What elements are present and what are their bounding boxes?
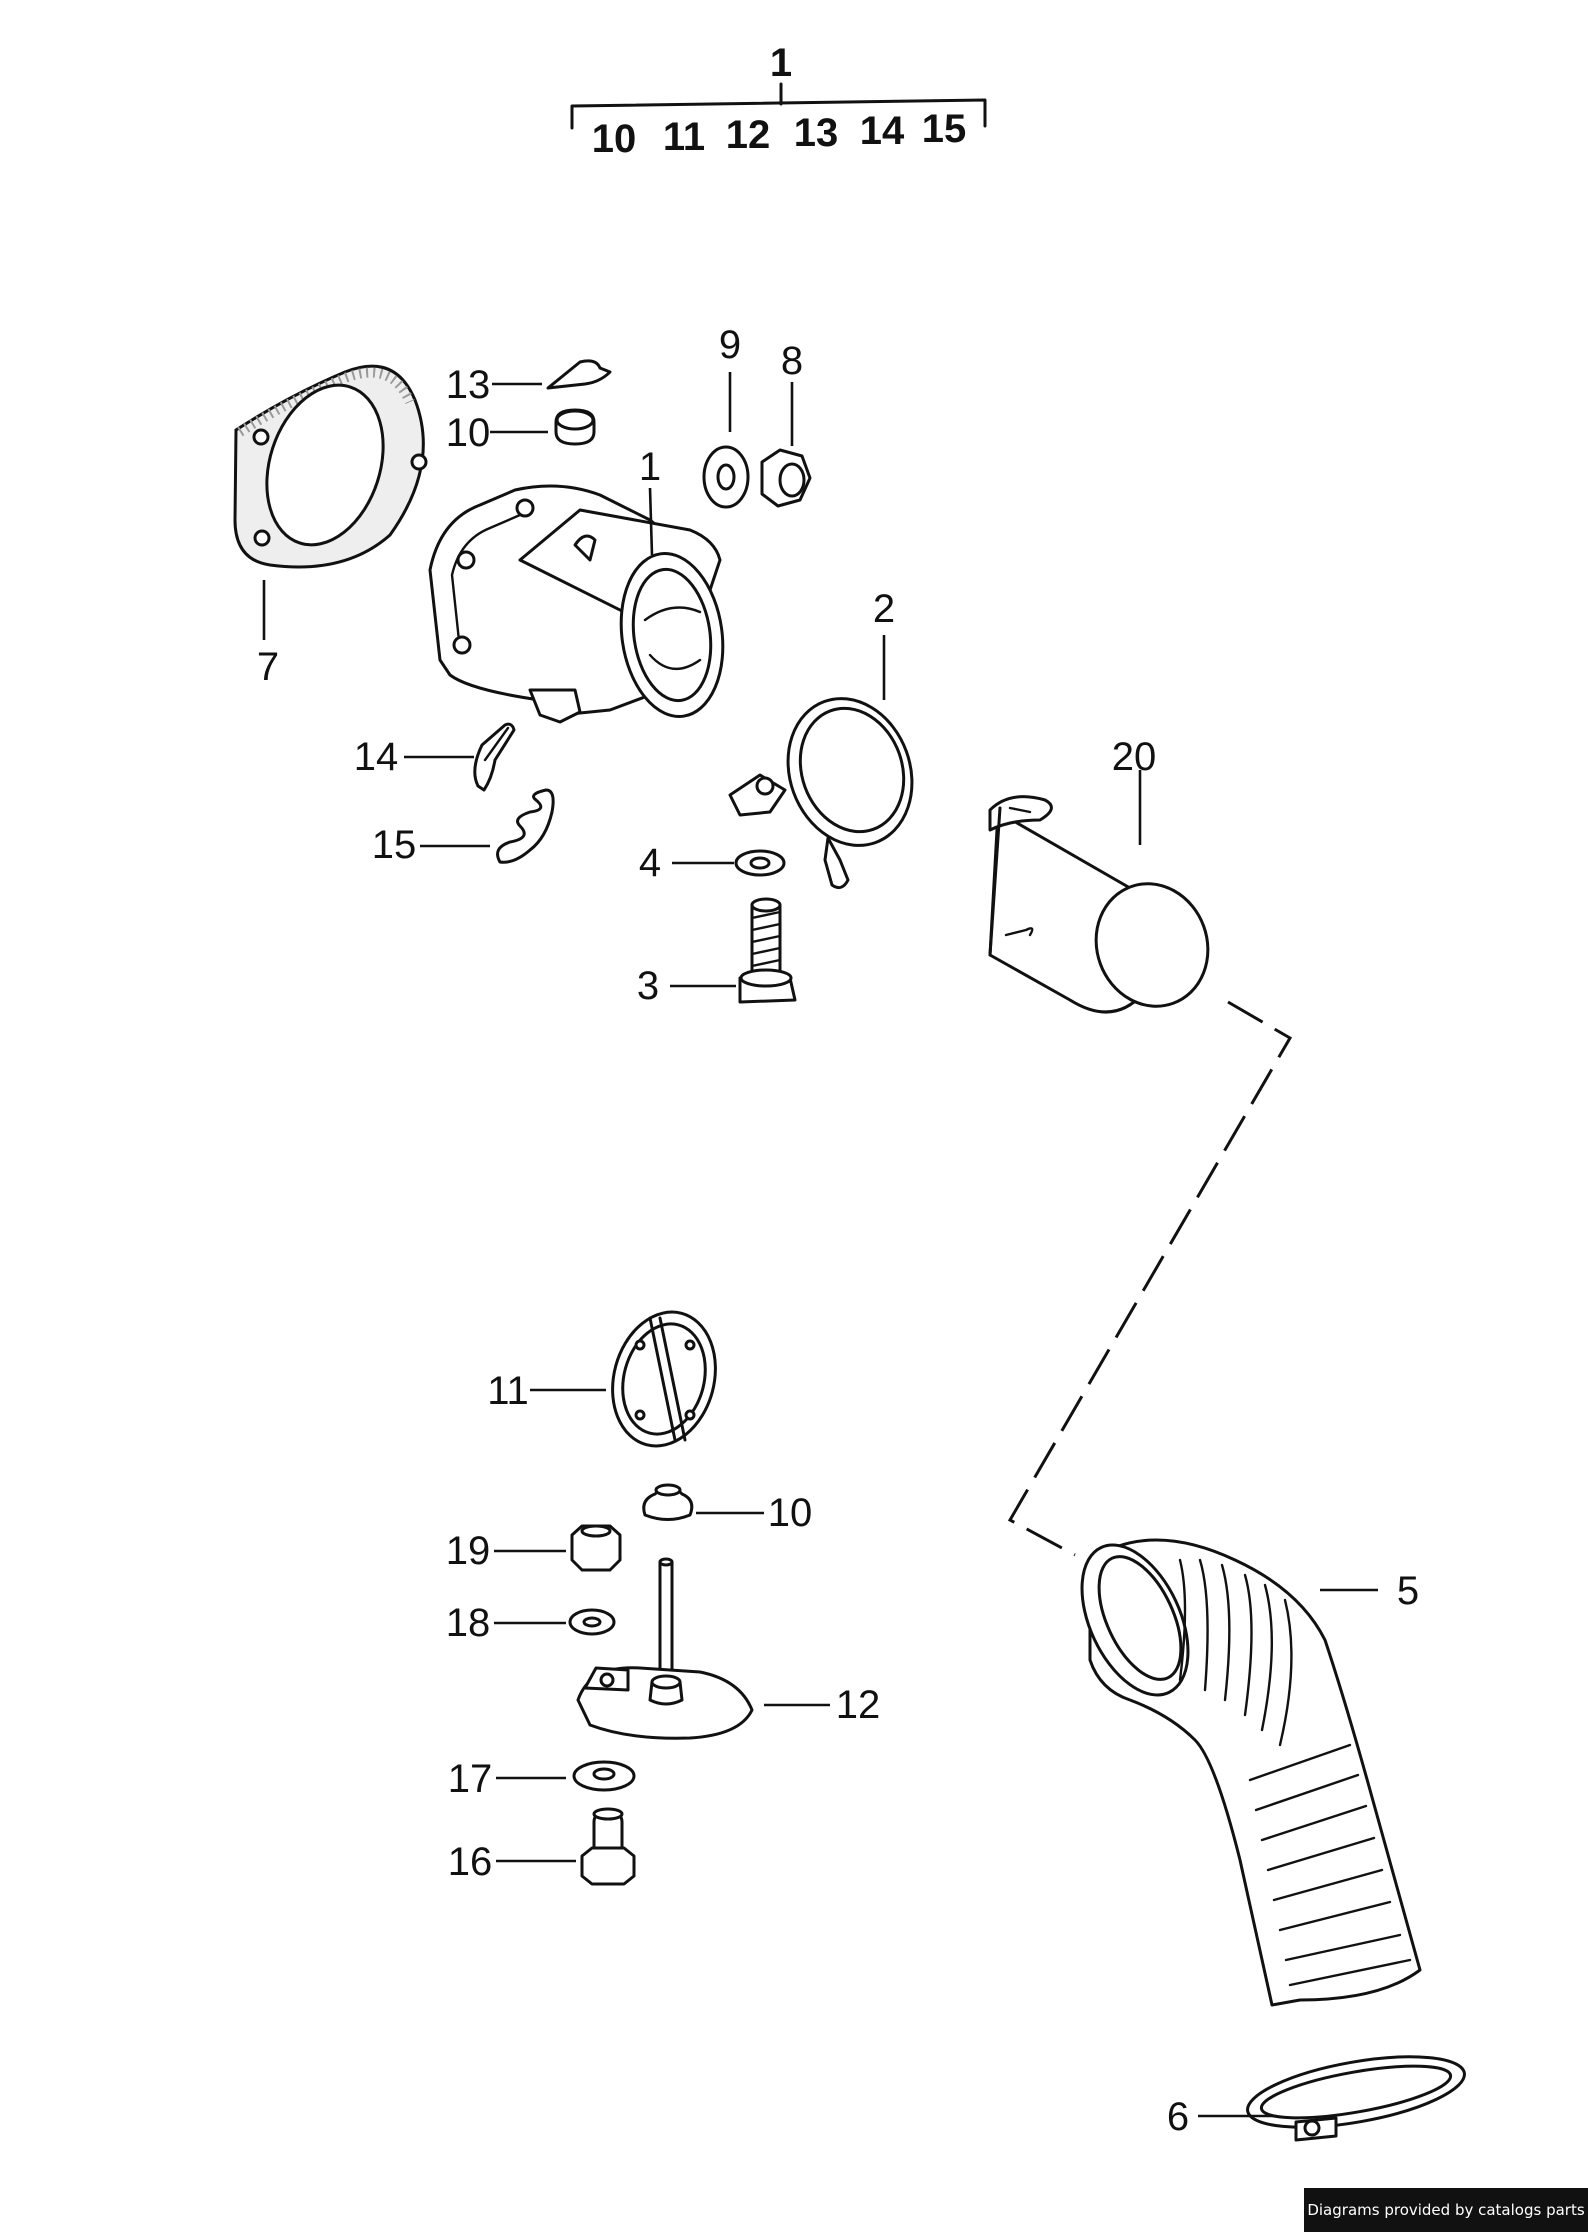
part-5-hose: 5 — [1080, 1538, 1422, 2007]
footer-credit: Diagrams provided by catalogs parts — [1304, 2188, 1588, 2232]
part-3-bolt: 3 — [637, 897, 797, 1008]
part-6-hose-clamp: 6 — [1167, 2055, 1466, 2142]
part-10-plug-upper: 10 — [446, 408, 596, 455]
callout-11: 11 — [487, 1369, 529, 1413]
callout-19: 19 — [446, 1529, 491, 1573]
callout-16: 16 — [448, 1840, 493, 1884]
header-group: 1 10 11 12 13 14 15 — [570, 41, 987, 161]
part-2-clamp: 2 — [728, 587, 914, 890]
callout-10-upper: 10 — [446, 411, 491, 455]
part-20-sleeve: 20 — [988, 735, 1210, 1014]
callout-5: 5 — [1397, 1569, 1419, 1613]
header-child-label: 15 — [922, 107, 967, 151]
callout-8: 8 — [781, 339, 803, 383]
callout-15: 15 — [372, 823, 417, 867]
callout-1: 1 — [639, 445, 661, 489]
header-child-label: 13 — [794, 111, 839, 155]
dashed-connector — [1007, 1000, 1293, 1557]
part-14-pin: 14 — [354, 722, 516, 792]
header-child-label: 12 — [726, 113, 771, 157]
callout-20: 20 — [1112, 735, 1157, 779]
callout-4: 4 — [639, 841, 661, 885]
header-child-label: 14 — [860, 109, 905, 153]
callout-3: 3 — [637, 964, 659, 1008]
part-15-spring: 15 — [372, 788, 555, 867]
callout-18: 18 — [446, 1601, 491, 1645]
part-12-shaft-plate: 12 — [576, 1557, 881, 1740]
part-10-screw-lower: 10 — [642, 1483, 813, 1535]
callout-10-lower: 10 — [768, 1491, 813, 1535]
part-18-lock-washer: 18 — [446, 1601, 616, 1645]
callout-2: 2 — [873, 587, 895, 631]
part-19-nut: 19 — [446, 1524, 622, 1573]
callout-9: 9 — [719, 323, 741, 367]
header-parent-label: 1 — [770, 41, 792, 85]
part-8-nut: 8 — [760, 339, 812, 508]
callout-7: 7 — [257, 645, 279, 689]
part-4-lock-washer: 4 — [639, 841, 786, 885]
callout-13: 13 — [446, 363, 491, 407]
callout-17: 17 — [448, 1757, 493, 1801]
part-9-washer: 9 — [702, 323, 750, 509]
part-7-gasket: 7 — [233, 364, 428, 689]
part-13-clip: 13 — [446, 359, 612, 407]
part-17-washer: 17 — [448, 1757, 636, 1801]
header-child-label: 10 — [592, 117, 637, 161]
part-11-flap: 11 — [487, 1310, 717, 1448]
callout-6: 6 — [1167, 2095, 1189, 2139]
part-16-screw: 16 — [448, 1807, 636, 1886]
header-child-label: 11 — [663, 115, 705, 159]
callout-12: 12 — [836, 1683, 881, 1727]
part-1-housing: 1 — [428, 445, 725, 724]
callout-14: 14 — [354, 735, 399, 779]
header-bracket — [570, 98, 987, 130]
